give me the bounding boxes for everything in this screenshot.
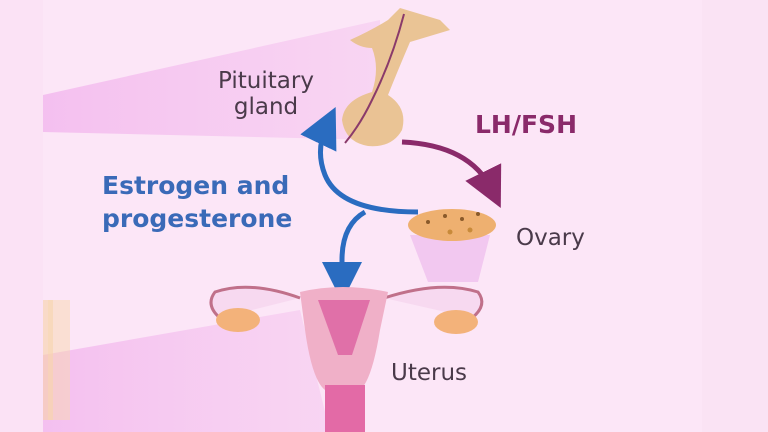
label-ovary: Ovary — [516, 225, 585, 251]
pituitary-projection-beam — [43, 20, 380, 140]
uterus-icon — [209, 285, 484, 432]
label-pituitary-line1: Pituitary — [218, 68, 314, 94]
label-uterus: Uterus — [391, 360, 468, 386]
label-estrogen-progesterone: Estrogen and progesterone — [102, 170, 292, 235]
letterbox-right — [702, 0, 768, 432]
letterbox-left — [0, 0, 43, 432]
ovary-icon — [408, 209, 496, 282]
label-pituitary-line2: gland — [233, 94, 299, 121]
label-hormones-line2: progesterone — [102, 203, 293, 233]
label-hormones-line1: Estrogen and — [102, 171, 290, 200]
label-lh-fsh: LH/FSH — [475, 110, 577, 139]
pituitary-gland-icon — [342, 8, 450, 147]
label-pituitary-gland: Pituitary gland — [204, 68, 328, 121]
left-decoration — [48, 300, 70, 420]
lh-fsh-arrow — [401, 139, 502, 208]
hormone-feedback-arrows — [300, 106, 419, 302]
uterus-projection-beam — [43, 300, 330, 432]
